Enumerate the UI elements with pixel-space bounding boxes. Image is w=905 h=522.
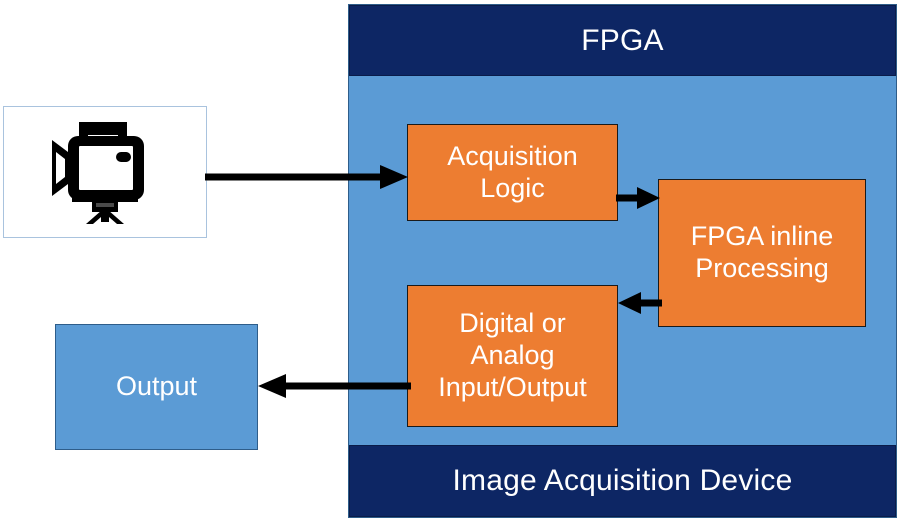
digital-analog-io-line-3: Input/Output [438,371,587,402]
video-camera-tripod-icon [52,122,144,224]
acquisition-logic-line-2: Logic [480,172,545,203]
device-banner: Image Acquisition Device [349,445,896,517]
fpga-banner: FPGA [349,5,896,76]
digital-analog-io-block: Digital or Analog Input/Output [407,285,618,427]
device-banner-label: Image Acquisition Device [452,464,793,497]
output-block: Output [55,324,258,450]
fpga-banner-label: FPGA [581,23,664,57]
acquisition-logic-line-1: Acquisition [447,140,578,171]
fpga-inline-processing-line-2: Processing [695,253,829,283]
fpga-inline-processing-block: FPGA inline Processing [658,179,866,327]
digital-analog-io-line-2: Analog [470,340,555,371]
acquisition-logic-block: Acquisition Logic [407,124,618,221]
output-block-line-1: Output [115,371,198,402]
digital-analog-io-line-1: Digital or [459,308,566,339]
camera-source-frame [3,106,207,238]
fpga-inline-processing-line-1: FPGA inline [690,221,834,252]
